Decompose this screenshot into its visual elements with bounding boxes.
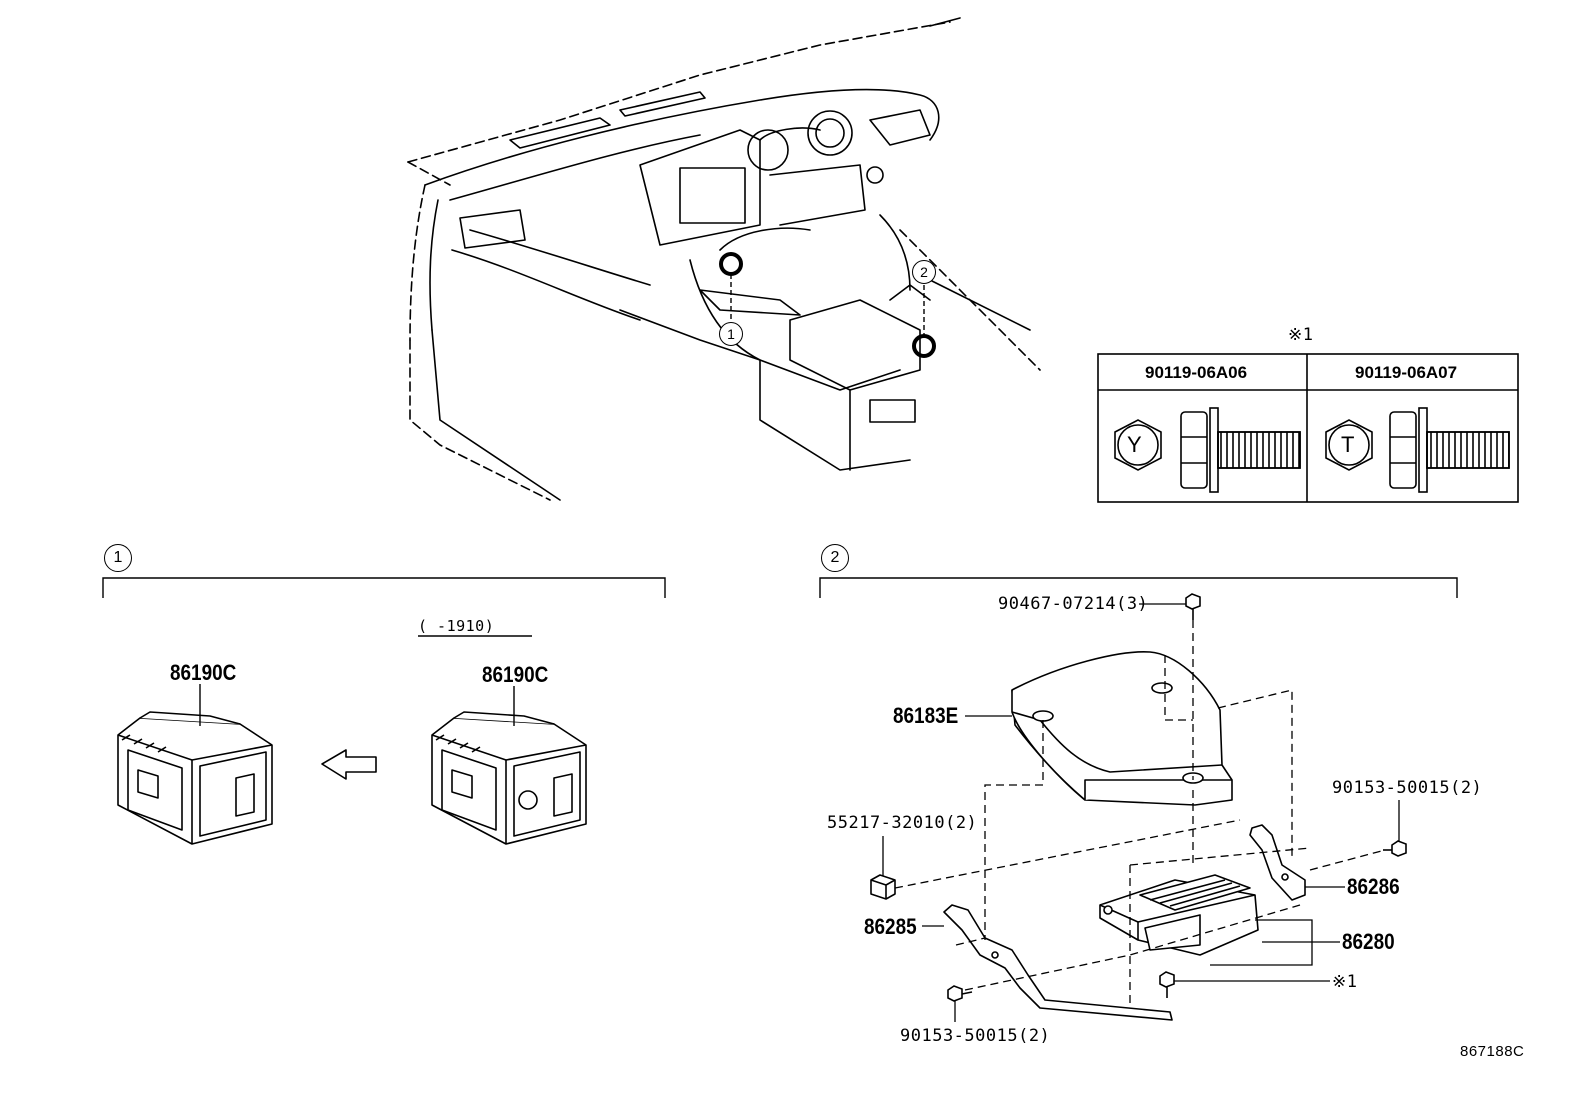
table-part-90119-06a06: 90119-06A06 <box>1145 363 1248 382</box>
replacement-arrow-icon <box>321 749 377 780</box>
illustration-id: 867188C <box>1460 1043 1525 1060</box>
location-markers <box>719 252 936 358</box>
assembly-lines <box>894 620 1386 1005</box>
bolt-top-drawing <box>1185 593 1201 620</box>
part-label-86286: 86286 <box>1347 874 1400 899</box>
table-note-marker: ※1 <box>1288 325 1314 345</box>
dashboard-overview-illustration <box>407 17 1041 501</box>
module-86280-drawing <box>1099 874 1259 956</box>
section-callout-1: 1 <box>104 544 132 572</box>
part-label-86280: 86280 <box>1342 929 1395 954</box>
location-marker-1 <box>719 252 743 276</box>
table-part-90119-06a07: 90119-06A07 <box>1355 363 1458 382</box>
bolt-bottom-center-drawing <box>1159 971 1175 998</box>
part-label-86285: 86285 <box>864 914 917 939</box>
head-mark-t: T <box>1341 432 1355 457</box>
part-label-90467-07214: 90467-07214(3) <box>998 594 1149 614</box>
part-label-90153-50015-bottom: 90153-50015(2) <box>900 1026 1051 1046</box>
cover-86183e-drawing <box>1011 651 1233 806</box>
range-note: ( -1910) <box>418 617 495 635</box>
part-label-86190c-left: 86190C <box>170 660 237 685</box>
bolt-right-drawing <box>1383 840 1407 857</box>
bolt-90119-06a06-drawing <box>1114 407 1301 493</box>
switch-86190c-right-drawing <box>431 711 587 845</box>
bracket-86286-drawing <box>1249 824 1306 901</box>
bracket-86285-drawing <box>943 904 1173 1021</box>
location-marker-2 <box>912 334 936 358</box>
bolt-table <box>1097 353 1519 503</box>
part-label-55217-32010: 55217-32010(2) <box>827 813 978 833</box>
part-label-86190c-right: 86190C <box>482 662 549 687</box>
section2-leaders <box>882 603 1400 1022</box>
section-brackets <box>102 577 1458 598</box>
part-label-86183e: 86183E <box>893 703 959 728</box>
head-mark-y: Y <box>1127 432 1143 457</box>
switch-86190c-left-drawing <box>117 711 273 845</box>
part-label-90153-50015-right: 90153-50015(2) <box>1332 778 1483 798</box>
bolt-note-marker: ※1 <box>1332 972 1358 992</box>
bolt-90119-06a07-drawing <box>1325 407 1510 493</box>
dashboard-callout-1: 1 <box>719 322 743 346</box>
section1-leaders <box>199 635 532 726</box>
bolt-bottom-left-drawing <box>947 985 973 1002</box>
section-callout-2: 2 <box>821 544 849 572</box>
clip-55217-32010-drawing <box>870 874 896 900</box>
dashboard-callout-2: 2 <box>912 260 936 284</box>
